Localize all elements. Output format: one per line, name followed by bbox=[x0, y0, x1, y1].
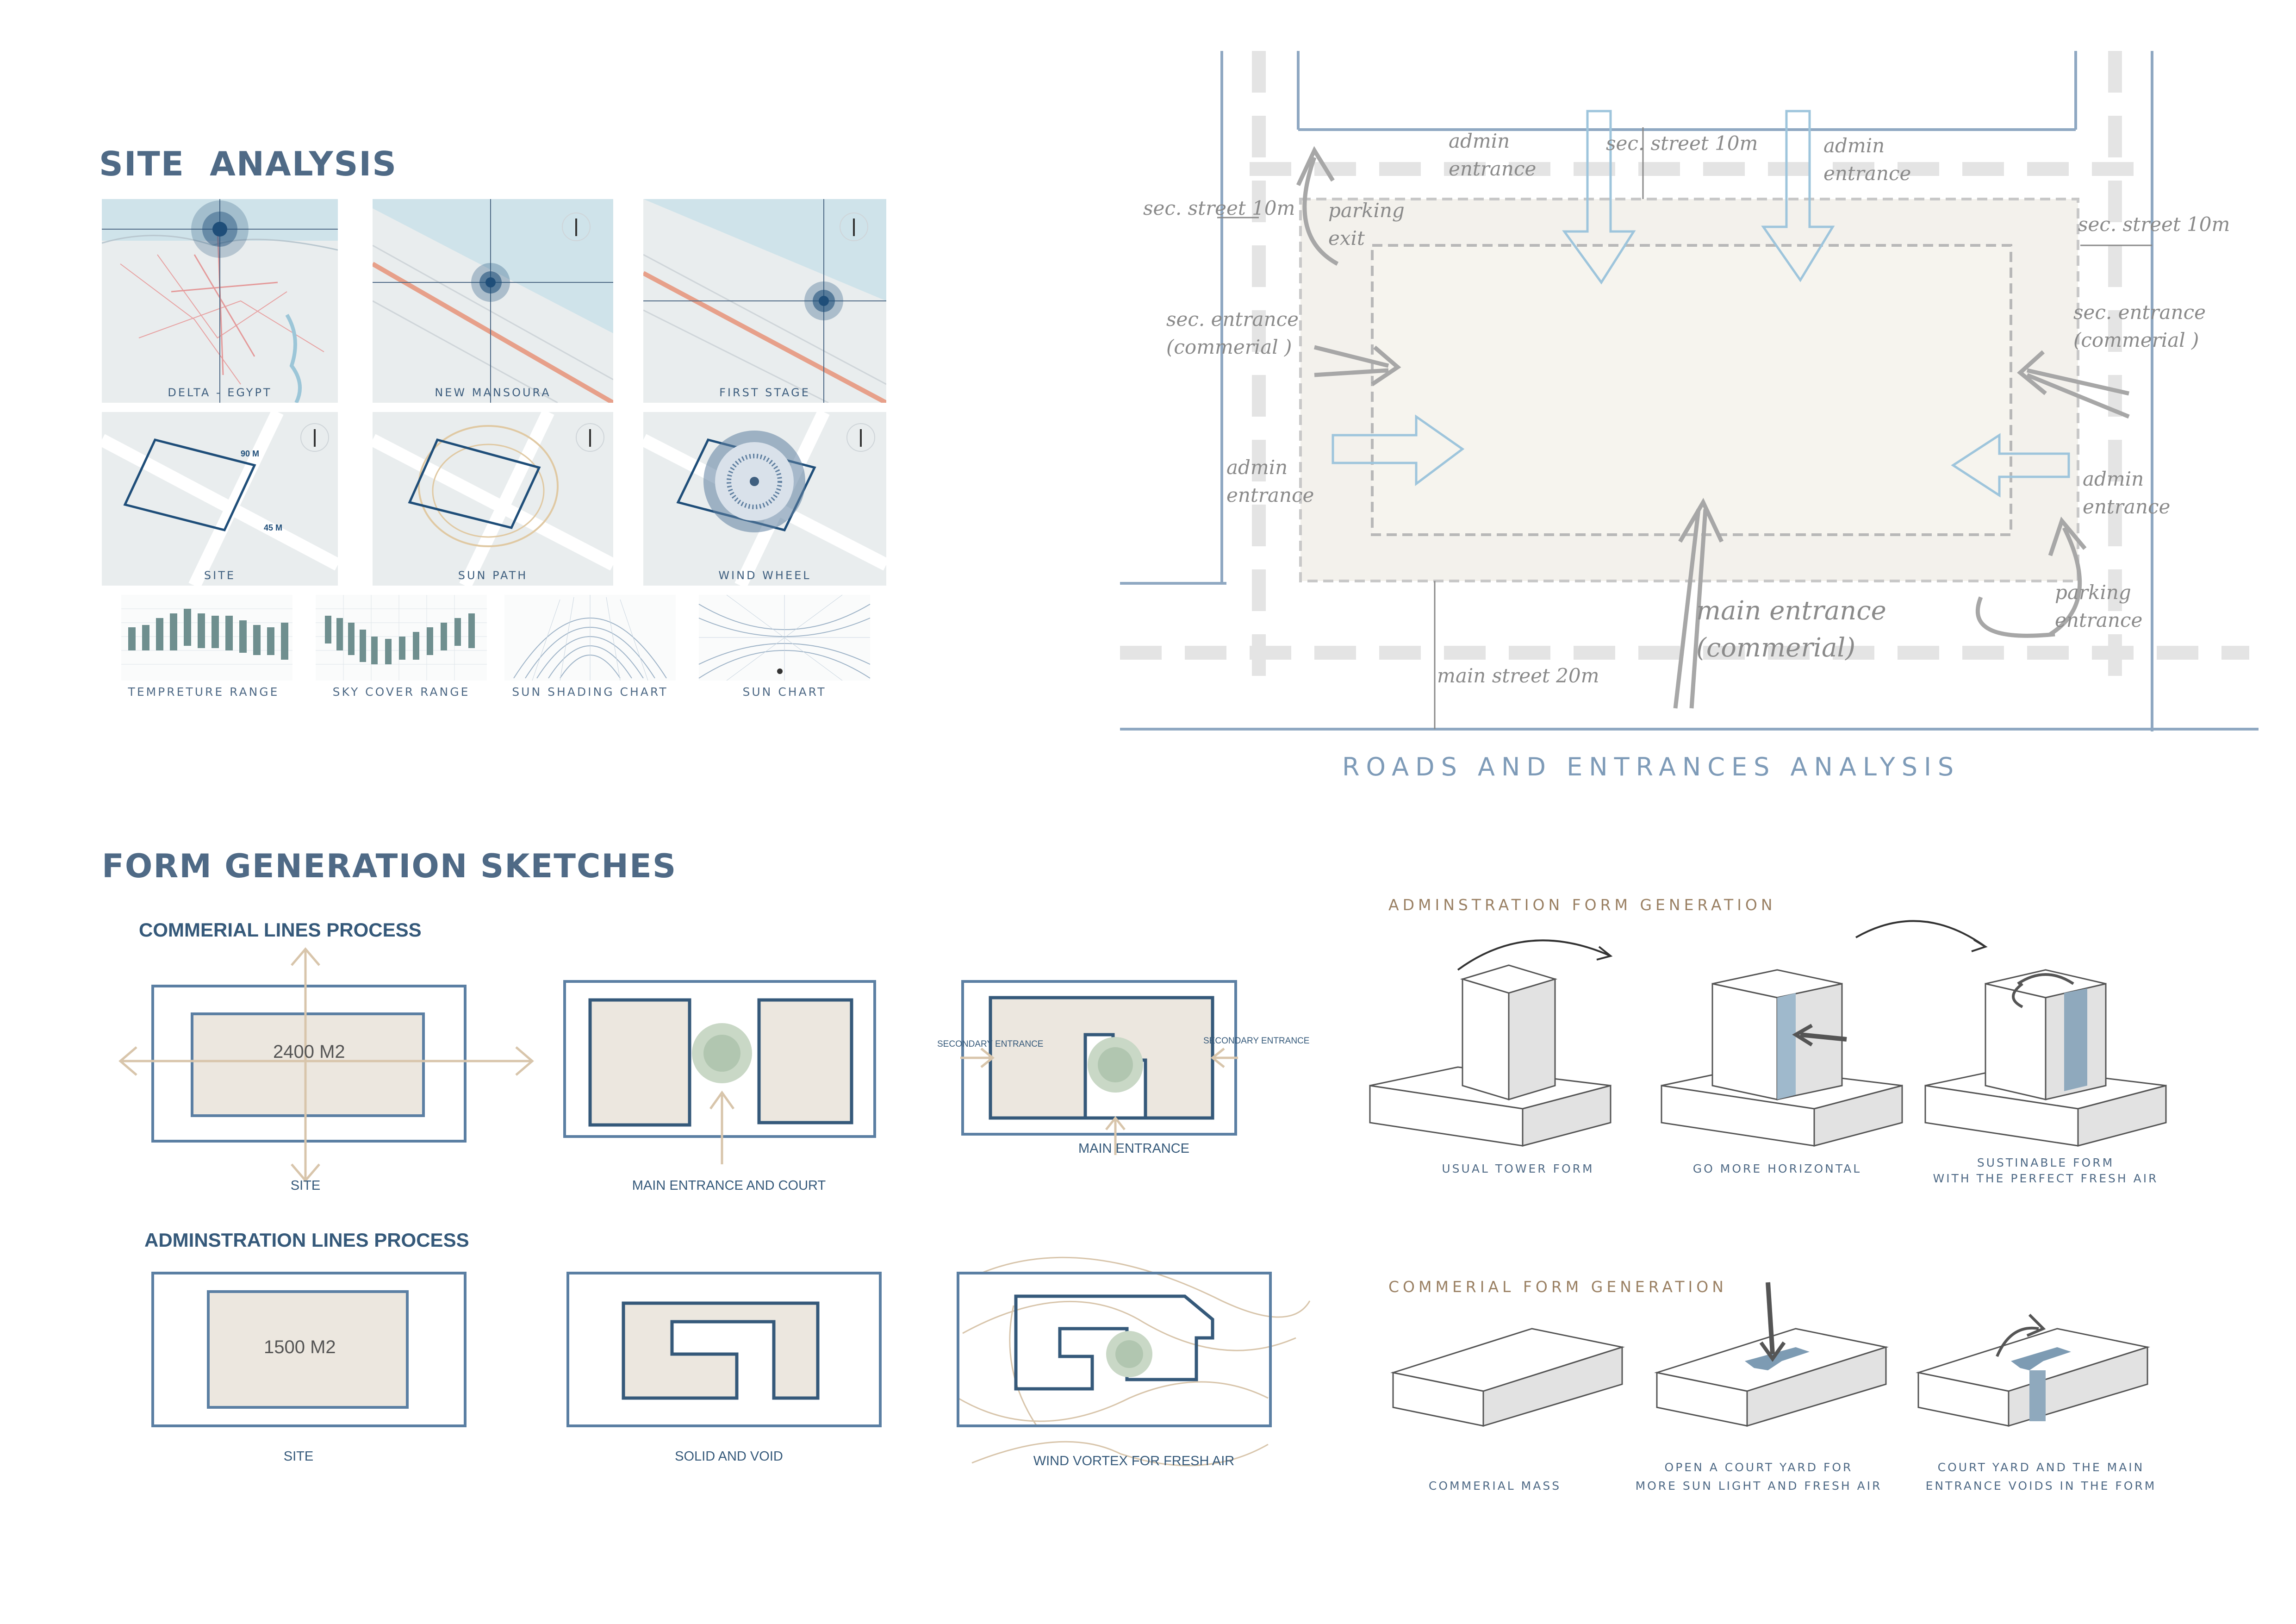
commercial-area-label: 2400 M2 bbox=[273, 1042, 345, 1062]
admin-step-2-label: GO MORE HORIZONTAL bbox=[1692, 1162, 1862, 1175]
commercial-court-sketch bbox=[563, 980, 876, 1164]
map-tile-delta-egypt: DELTA - EGYPT bbox=[102, 199, 338, 403]
tile-label: FIRST STAGE bbox=[719, 386, 810, 399]
commercial-site-caption: SITE bbox=[290, 1178, 321, 1193]
tile-label: SITE bbox=[204, 569, 236, 582]
label-sec-entrance-left: sec. entrance (commerial ) bbox=[1166, 308, 1299, 358]
tile-label: SUN PATH bbox=[458, 569, 528, 582]
sun-chart-label: SUN CHART bbox=[742, 685, 827, 699]
admin-form-title: ADMINSTRATION FORM GENERATION bbox=[1388, 896, 1776, 914]
commercial-step-1-label: COMMERIAL MASS bbox=[1428, 1479, 1562, 1493]
temperature-range-label: TEMPRETURE RANGE bbox=[128, 685, 280, 699]
dimension-long: 90 M bbox=[241, 449, 260, 458]
admin-solid-void-sketch bbox=[566, 1272, 882, 1427]
label-main-street: main street 20m bbox=[1437, 664, 1599, 687]
commercial-step-2-label: OPEN A COURT YARD FOR MORE SUN LIGHT AND… bbox=[1635, 1461, 1882, 1493]
dimension-short: 45 M bbox=[264, 523, 283, 532]
secondary-entrance-left-label: SECONDARY ENTRANCE bbox=[937, 1039, 1044, 1049]
roads-entrances-plan bbox=[1120, 51, 2259, 731]
sky-cover-label: SKY COVER RANGE bbox=[332, 685, 470, 699]
label-admin-entrance-top-right: admin entrance bbox=[1823, 134, 1911, 185]
commercial-entrance-arrows bbox=[1296, 146, 2130, 709]
commercial-form-step-court bbox=[1654, 1282, 1889, 1427]
commercial-court-caption: MAIN ENTRANCE AND COURT bbox=[632, 1178, 826, 1193]
sky-cover-chart bbox=[316, 595, 487, 681]
map-tile-sun-path: SUN PATH bbox=[373, 412, 613, 586]
admin-site-sketch bbox=[151, 1272, 467, 1427]
commercial-site-sketch bbox=[118, 947, 534, 1182]
temperature-range-chart bbox=[121, 595, 292, 681]
secondary-entrance-right-label: SECONDARY ENTRANCE bbox=[1203, 1036, 1310, 1046]
admin-area-label: 1500 M2 bbox=[264, 1337, 336, 1357]
admin-site-caption: SITE bbox=[283, 1449, 314, 1464]
commercial-form-step-mass bbox=[1390, 1328, 1625, 1427]
admin-step-3-label: SUSTINABLE FORM WITH THE PERFECT FRESH A… bbox=[1933, 1156, 2159, 1185]
site-analysis-title: SITE ANALYSIS bbox=[99, 144, 398, 183]
admin-form-step-sustainable bbox=[1924, 969, 2167, 1147]
label-admin-entrance-right: admin entrance bbox=[2083, 468, 2171, 518]
first-stage-map-graphic bbox=[643, 199, 886, 403]
admin-form-step-usual-tower bbox=[1369, 964, 1612, 1147]
label-sec-street-left: sec. street 10m bbox=[1143, 197, 1295, 219]
main-entrance-caption: MAIN ENTRANCE bbox=[1078, 1141, 1190, 1156]
label-main-entrance: main entrance (commerial) bbox=[1696, 596, 1886, 663]
label-sec-street-right: sec. street 10m bbox=[2078, 213, 2230, 236]
sun-shading-label: SUN SHADING CHART bbox=[512, 685, 668, 699]
roads-analysis-title: ROADS AND ENTRANCES ANALYSIS bbox=[1342, 752, 1960, 781]
label-admin-entrance-top-left: admin entrance bbox=[1449, 130, 1537, 180]
new-mansoura-map-graphic bbox=[373, 199, 613, 403]
label-sec-entrance-right: sec. entrance (commerial ) bbox=[2073, 301, 2206, 351]
commercial-step-3-label: COURT YARD AND THE MAIN ENTRANCE VOIDS I… bbox=[1925, 1461, 2157, 1493]
commercial-form-title: COMMERIAL FORM GENERATION bbox=[1388, 1278, 1727, 1296]
map-tile-site: 90 M 45 M SITE bbox=[102, 412, 338, 586]
form-generation-title: FORM GENERATION SKETCHES bbox=[102, 847, 677, 885]
map-tile-first-stage: FIRST STAGE bbox=[643, 199, 886, 403]
admin-step-1-label: USUAL TOWER FORM bbox=[1442, 1162, 1594, 1175]
tile-label: NEW MANSOURA bbox=[435, 386, 551, 399]
map-tile-new-mansoura: NEW MANSOURA bbox=[373, 199, 613, 403]
wind-vortex-caption: WIND VORTEX FOR FRESH AIR bbox=[1033, 1454, 1235, 1468]
sun-chart bbox=[698, 594, 871, 681]
admin-entrance-arrows bbox=[1332, 110, 2070, 498]
commercial-entrances-sketch bbox=[960, 980, 1238, 1155]
admin-transition-arrows bbox=[1457, 920, 1988, 971]
commercial-form-step-voids bbox=[1916, 1313, 2150, 1427]
admin-form-step-horizontal bbox=[1661, 969, 1903, 1147]
map-tile-wind-wheel: WIND WHEEL bbox=[643, 412, 886, 586]
wind-wheel-graphic bbox=[643, 412, 886, 586]
tile-label: WIND WHEEL bbox=[718, 569, 811, 582]
site-plot-graphic bbox=[102, 412, 338, 586]
label-admin-entrance-left: admin entrance bbox=[1226, 456, 1314, 506]
admin-lines-title: ADMINSTRATION LINES PROCESS bbox=[144, 1229, 469, 1251]
delta-map-graphic bbox=[102, 199, 338, 403]
tile-label: DELTA - EGYPT bbox=[168, 386, 272, 399]
label-sec-street-top: sec. street 10m bbox=[1606, 132, 1758, 155]
sun-path-graphic bbox=[373, 412, 613, 586]
admin-wind-vortex-sketch bbox=[957, 1256, 1311, 1467]
site-inner-boundary bbox=[1371, 244, 2012, 536]
sun-shading-chart bbox=[504, 595, 676, 681]
label-parking-exit: parking exit bbox=[1328, 199, 1405, 250]
solid-void-caption: SOLID AND VOID bbox=[675, 1449, 783, 1464]
commercial-lines-title: COMMERIAL LINES PROCESS bbox=[139, 919, 422, 941]
label-parking-entrance: parking entrance bbox=[2055, 581, 2143, 631]
